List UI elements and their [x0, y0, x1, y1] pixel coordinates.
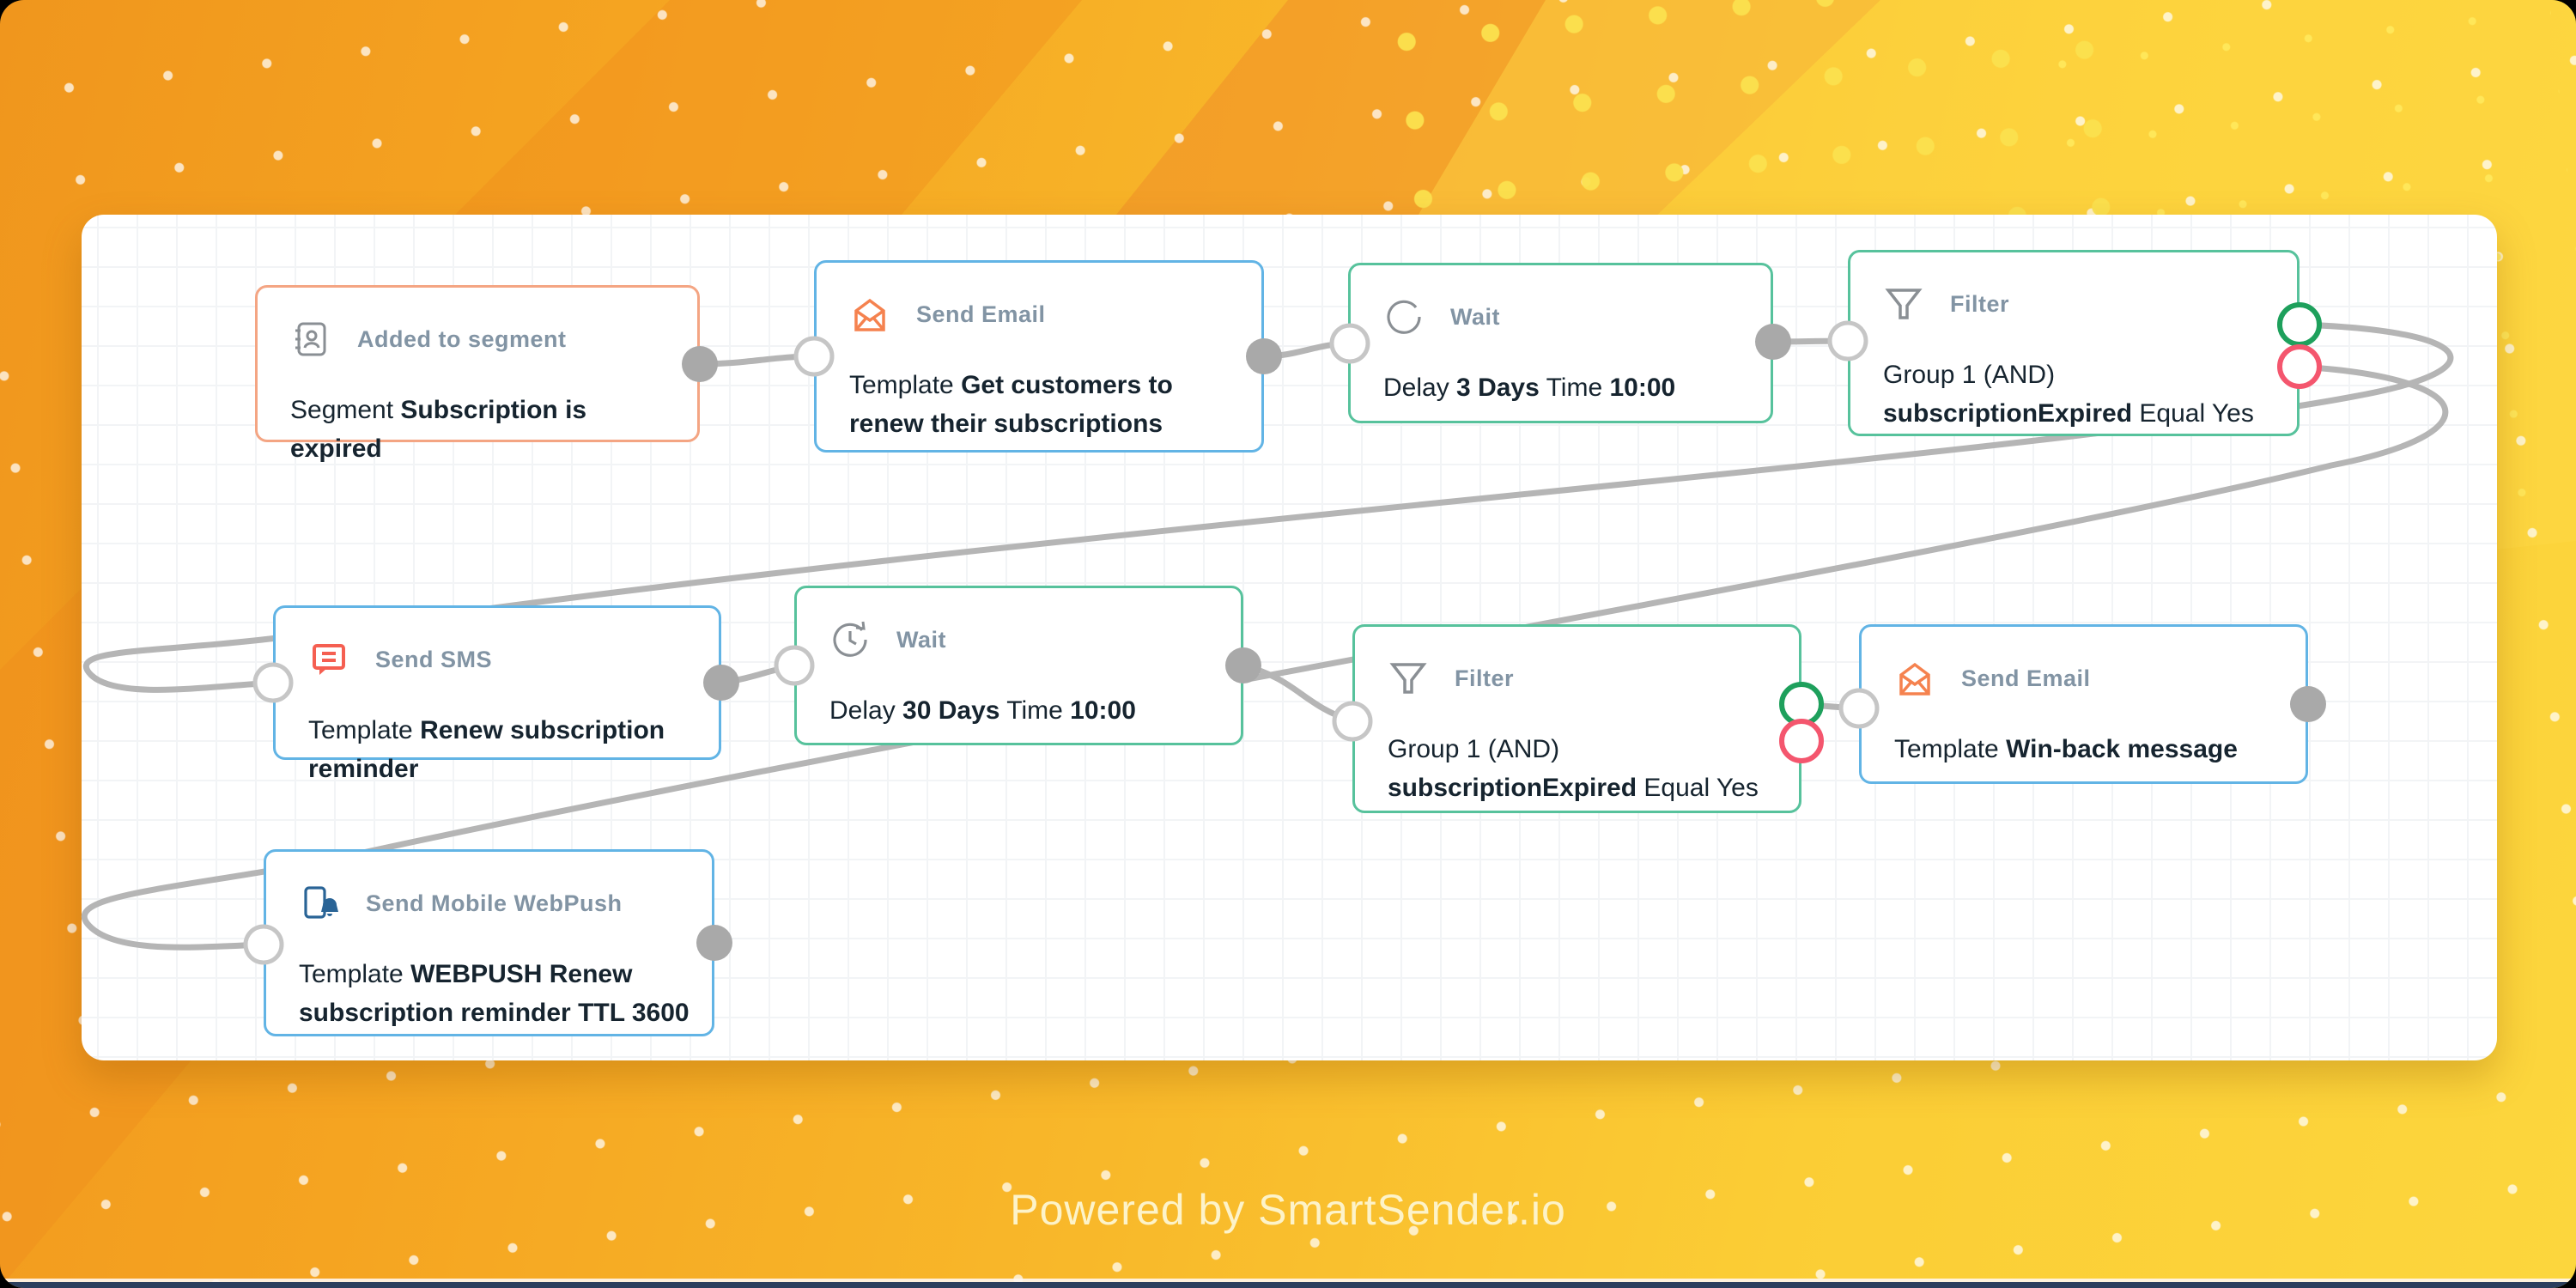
input-port[interactable]: [793, 336, 835, 377]
input-port[interactable]: [1827, 320, 1868, 361]
node-filter-1[interactable]: Filter Group 1 (AND) subscriptionExpired…: [1848, 250, 2300, 436]
bottom-edge-strip: [0, 1282, 2576, 1288]
input-port[interactable]: [774, 645, 815, 686]
filter-yes-port[interactable]: [1779, 682, 1824, 726]
output-port[interactable]: [1755, 324, 1791, 360]
node-send-sms[interactable]: Send SMS Template Renew subscription rem…: [273, 605, 721, 783]
node-description: Segment Subscription is expired: [290, 396, 587, 463]
node-description: Template WEBPUSH Renew subscription remi…: [299, 960, 690, 1027]
filter-yes-port[interactable]: [2277, 302, 2322, 347]
filter-no-port[interactable]: [1779, 719, 1824, 763]
input-port[interactable]: [243, 924, 284, 965]
node-description: Template Win-back message: [1894, 735, 2238, 763]
node-type-label: Send Mobile WebPush: [366, 890, 623, 916]
input-port[interactable]: [252, 662, 294, 703]
node-type-label: Filter: [1950, 290, 2010, 317]
clock-refresh-icon: [829, 619, 871, 660]
bottom-edge-line: [0, 1279, 2576, 1282]
node-send-mobile-webpush[interactable]: Send Mobile WebPush Template WEBPUSH Ren…: [264, 849, 714, 1036]
input-port[interactable]: [1332, 701, 1373, 742]
node-type-label: Wait: [896, 626, 946, 653]
output-port[interactable]: [682, 346, 718, 382]
node-filter-2[interactable]: Filter Group 1 (AND) subscriptionExpired…: [1352, 624, 1801, 813]
node-type-label: Send Email: [1961, 665, 2091, 691]
funnel-icon: [1388, 658, 1429, 699]
powered-by-link[interactable]: Powered by SmartSender.io: [1010, 1186, 1566, 1234]
phone-bell-icon: [299, 883, 340, 924]
funnel-icon: [1883, 283, 1924, 325]
node-type-label: Send SMS: [375, 646, 493, 672]
node-type-label: Filter: [1455, 665, 1515, 691]
node-added-to-segment[interactable]: Added to segment Segment Subscription is…: [255, 285, 700, 463]
node-type-label: Added to segment: [357, 325, 567, 352]
output-port[interactable]: [1225, 647, 1261, 683]
filter-no-port[interactable]: [2277, 344, 2322, 389]
node-description: Template Renew subscription reminder: [308, 716, 665, 783]
node-wait-3-days[interactable]: Wait Delay 3 Days Time 10:00: [1348, 263, 1773, 423]
node-description: Delay 3 Days Time 10:00: [1383, 374, 1676, 402]
input-port[interactable]: [1838, 688, 1880, 729]
output-port[interactable]: [696, 925, 732, 961]
node-type-label: Send Email: [916, 301, 1046, 327]
output-port[interactable]: [703, 665, 739, 701]
node-description: Group 1 (AND) subscriptionExpired Equal …: [1388, 735, 1759, 802]
node-send-email-winback[interactable]: Send Email Template Win-back message: [1859, 624, 2308, 784]
chat-bubble-icon: [308, 639, 349, 680]
open-envelope-icon: [849, 294, 890, 335]
output-port[interactable]: [1246, 338, 1282, 374]
open-envelope-icon: [1894, 658, 1935, 699]
node-description: Delay 30 Days Time 10:00: [829, 696, 1136, 725]
address-book-icon: [290, 319, 331, 360]
input-port[interactable]: [1329, 323, 1370, 364]
node-wait-30-days[interactable]: Wait Delay 30 Days Time 10:00: [794, 586, 1243, 745]
node-description: Group 1 (AND) subscriptionExpired Equal …: [1883, 361, 2254, 428]
node-description: Template Get customers to renew their su…: [849, 371, 1173, 438]
output-port[interactable]: [2290, 686, 2326, 722]
clock-refresh-icon: [1383, 296, 1425, 337]
node-type-label: Wait: [1450, 303, 1500, 330]
node-send-email-renew[interactable]: Send Email Template Get customers to ren…: [814, 260, 1264, 453]
